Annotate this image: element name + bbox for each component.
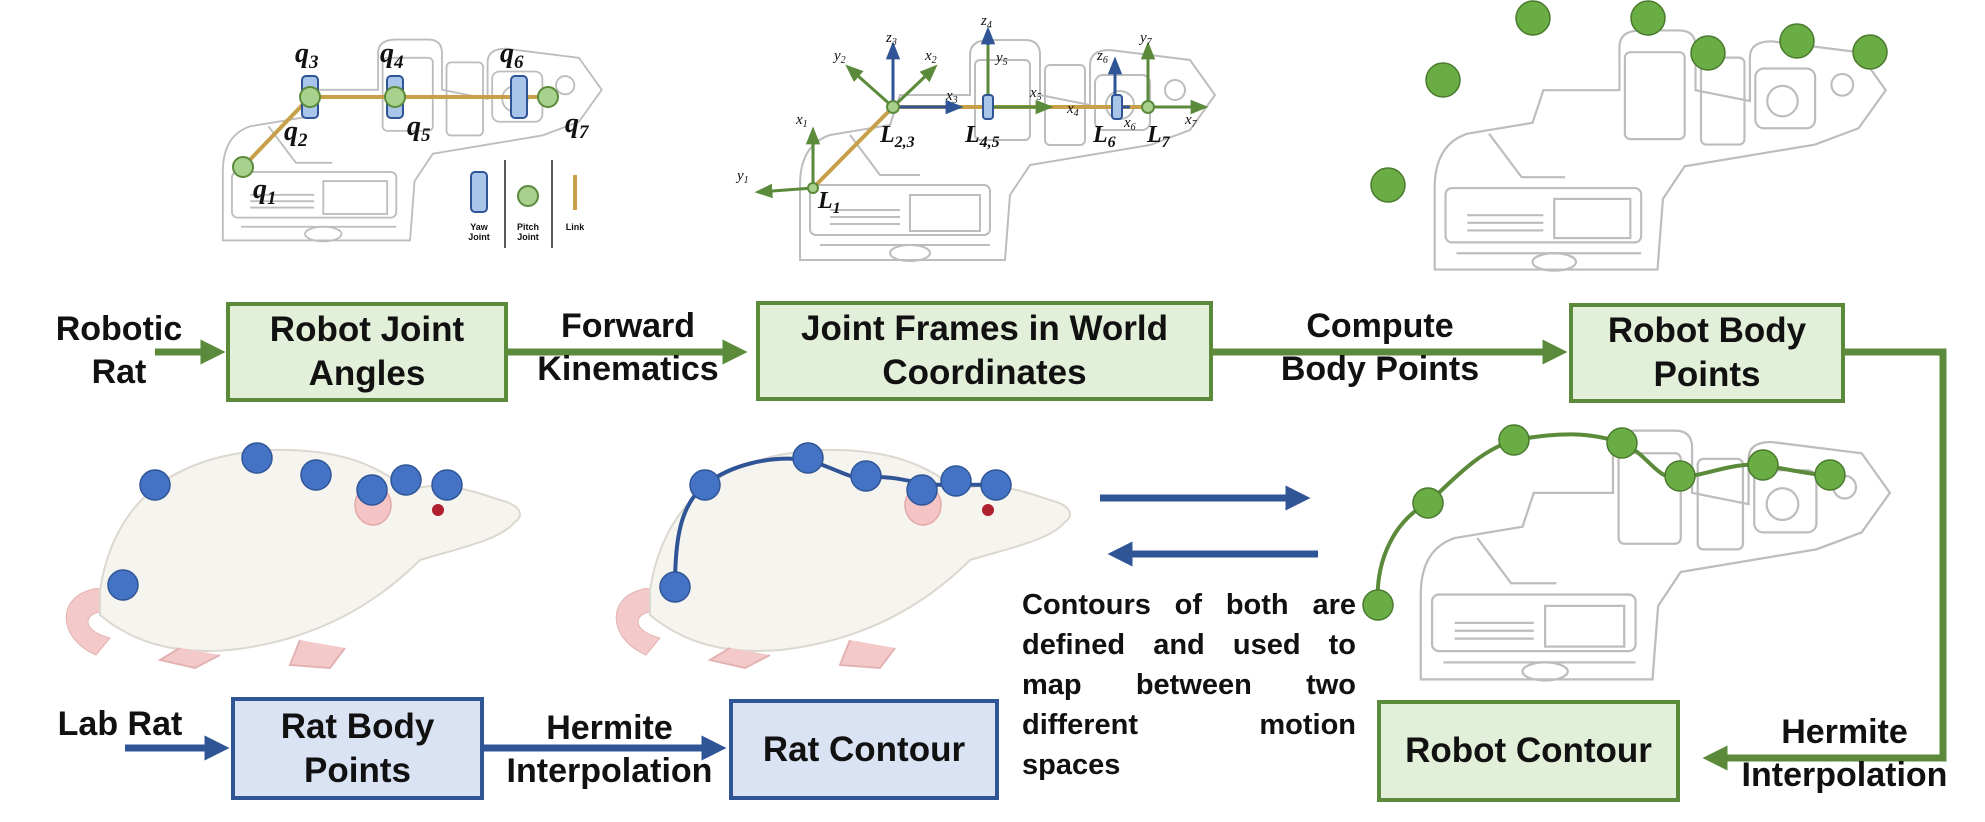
note-line-2: defined and used to [1022, 629, 1356, 661]
axis-label-y1: y1 [735, 168, 749, 186]
axis-label-z3: z3 [885, 30, 897, 48]
rat-contour-point-5 [906, 474, 938, 506]
robot-body-point-4 [1630, 0, 1666, 36]
joint-label-q2: q2 [284, 116, 308, 151]
joint-label-q1: q1 [253, 174, 277, 209]
robot-body-point-7 [1852, 34, 1888, 70]
rat-body-point-5 [356, 474, 388, 506]
rat-feet [157, 639, 346, 670]
rat-eye [432, 504, 444, 516]
pitch-joint-q7 [537, 86, 559, 108]
axis-label-y5: y5 [994, 50, 1008, 68]
rat-contour-point-3 [792, 442, 824, 474]
axis-label-x6: x6 [1123, 115, 1136, 133]
axis-label-z4: z4 [980, 13, 992, 31]
axis-label-x3: x3 [945, 88, 958, 106]
hermite-interpolation-rat-label: Hermite Interpolation [506, 709, 713, 791]
joint-label-q7: q7 [565, 108, 590, 143]
rat-body-point-7 [431, 469, 463, 501]
robot-contour-point-4 [1606, 427, 1638, 459]
frame-label-L45: L4,5 [964, 122, 1000, 151]
joint-label-q5: q5 [407, 111, 431, 146]
lab-rat-left [65, 442, 521, 670]
robot-joint-angles-box: Robot Joint Angles [226, 302, 508, 402]
pitch-joint-q2 [299, 86, 321, 108]
robot-body-points-panel [1370, 0, 1888, 272]
robot-contour-point-2 [1412, 487, 1444, 519]
robot-frame-panel: L1 L2,3 L4,5 L6 L7 x1 y1 z3 y2 x2 x3 z4 … [735, 13, 1217, 263]
axis-label-x5: x5 [1029, 85, 1042, 103]
hermite-interpolation-robot-label: Hermite Interpolation [1741, 713, 1948, 795]
axis-label-x7: x7 [1184, 112, 1198, 130]
robot-body-point-1 [1370, 167, 1406, 203]
axis-label-x4: x4 [1066, 101, 1079, 119]
robot-contour-point-6 [1747, 449, 1779, 481]
mapping-note: Contours of both are defined and used to… [1022, 585, 1356, 785]
rat-contour-point-1 [659, 571, 691, 603]
note-line-3: map between two [1022, 669, 1356, 701]
robot-contour-point-7 [1814, 459, 1846, 491]
pitch-joint-legend-icon [517, 185, 539, 207]
legend-link-label: Link [566, 222, 585, 232]
note-line-4: different motion [1022, 709, 1356, 741]
robot-contour-point-1 [1362, 589, 1394, 621]
yaw-joint-legend-icon [470, 171, 488, 213]
robot-contour-point-3 [1498, 424, 1530, 456]
joint-label-q4: q4 [380, 38, 404, 73]
robotic-rat-input-label: Robotic Rat [55, 310, 183, 392]
note-line-1: Contours of both are [1022, 589, 1356, 621]
robot-illustration-2 [798, 38, 1217, 263]
frame-label-L1: L1 [817, 188, 841, 217]
rat-body-point-2 [139, 469, 171, 501]
robot-contour-panel [1362, 424, 1892, 682]
robot-contour-box: Robot Contour [1377, 700, 1680, 802]
yaw-joint-q6 [510, 75, 528, 119]
joint-label-q6: q6 [500, 38, 524, 73]
axis-label-x2: x2 [924, 48, 937, 66]
compute-body-points-label: Compute Body Points [1280, 307, 1480, 389]
frame-label-L23: L2,3 [879, 122, 915, 151]
rat-body-point-6 [390, 464, 422, 496]
robot-body-points-box: Robot Body Points [1569, 303, 1845, 403]
lab-rat-input-label: Lab Rat [57, 705, 183, 743]
rat-contour-point-2 [689, 469, 721, 501]
robot-body-point-6 [1779, 23, 1815, 59]
axis-label-y2: y2 [832, 48, 846, 66]
frame-label-L6: L6 [1092, 122, 1116, 151]
robot-body-point-5 [1690, 35, 1726, 71]
frame-label-L7: L7 [1146, 122, 1171, 151]
rat-contour-box: Rat Contour [729, 699, 999, 800]
rat-body-points-box: Rat Body Points [231, 697, 484, 800]
robot-illustration-3 [1433, 29, 1888, 272]
lab-rat-middle [615, 442, 1071, 670]
note-line-5: spaces [1022, 749, 1121, 781]
forward-kinematics-label: Forward Kinematics [537, 307, 719, 389]
robot-contour-point-5 [1664, 460, 1696, 492]
rat-contour-point-6 [940, 465, 972, 497]
pitch-joint-q1 [232, 156, 254, 178]
pitch-joint-q5 [384, 86, 406, 108]
rat-body-point-1 [107, 569, 139, 601]
axis-label-y7: y7 [1138, 30, 1153, 48]
rat-body-point-3 [241, 442, 273, 474]
robot-body-point-2 [1425, 62, 1461, 98]
robot-body-point-3 [1515, 0, 1551, 36]
axis-label-z6: z6 [1096, 48, 1108, 66]
joint-label-q3: q3 [295, 38, 319, 73]
rat-body-point-4 [300, 459, 332, 491]
rat-contour-point-4 [850, 460, 882, 492]
arrow-robot-hermite [1702, 348, 1947, 771]
rat-contour-point-7 [980, 469, 1012, 501]
joint-frames-box: Joint Frames in World Coordinates [756, 301, 1213, 401]
axis-label-x1: x1 [795, 112, 808, 130]
